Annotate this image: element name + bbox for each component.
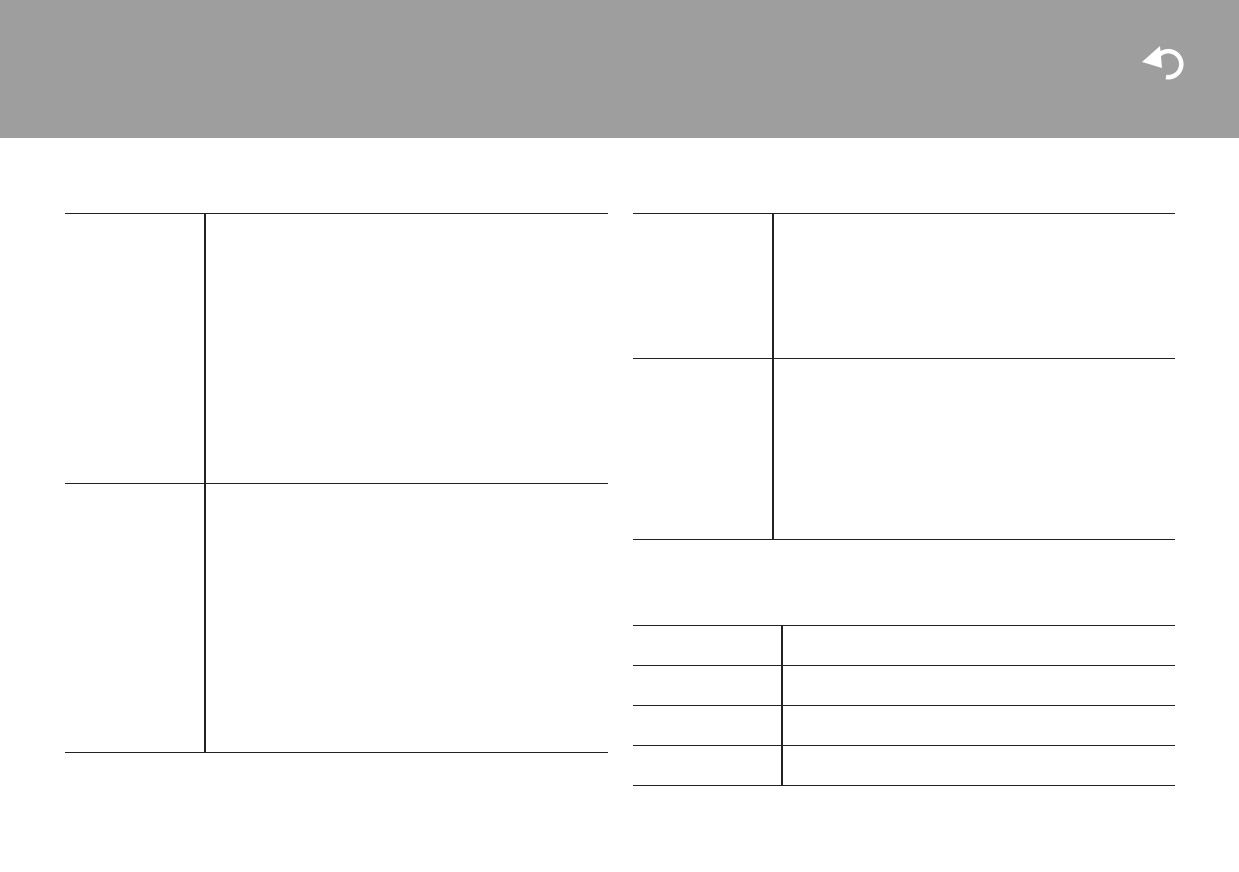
- row-value: [205, 214, 608, 484]
- row-label: [633, 665, 783, 706]
- table-row: [633, 213, 1175, 359]
- row-value: [205, 484, 608, 753]
- row-label: [633, 358, 774, 540]
- spec-table-left: [65, 213, 608, 753]
- row-value: [782, 706, 1175, 746]
- row-value: [782, 626, 1175, 666]
- header-bar: [0, 0, 1239, 138]
- spec-table-right: [633, 213, 1175, 540]
- table-row: [633, 705, 1175, 746]
- row-value: [773, 214, 1175, 359]
- row-label: [65, 483, 206, 753]
- table-row: [633, 625, 1175, 666]
- table-row: [633, 665, 1175, 706]
- row-label: [65, 213, 206, 484]
- row-label: [633, 705, 783, 746]
- table-row: [65, 213, 608, 484]
- row-value: [782, 666, 1175, 706]
- row-label: [633, 745, 783, 786]
- table-row: [633, 745, 1175, 786]
- table-row: [65, 483, 608, 753]
- row-label: [633, 213, 774, 359]
- row-label: [633, 625, 783, 666]
- row-value: [782, 746, 1175, 786]
- spec-table-small: [633, 625, 1175, 786]
- back-button[interactable]: [1138, 38, 1194, 84]
- row-value: [773, 359, 1175, 540]
- return-arrow-icon: [1142, 46, 1184, 80]
- table-row: [633, 358, 1175, 540]
